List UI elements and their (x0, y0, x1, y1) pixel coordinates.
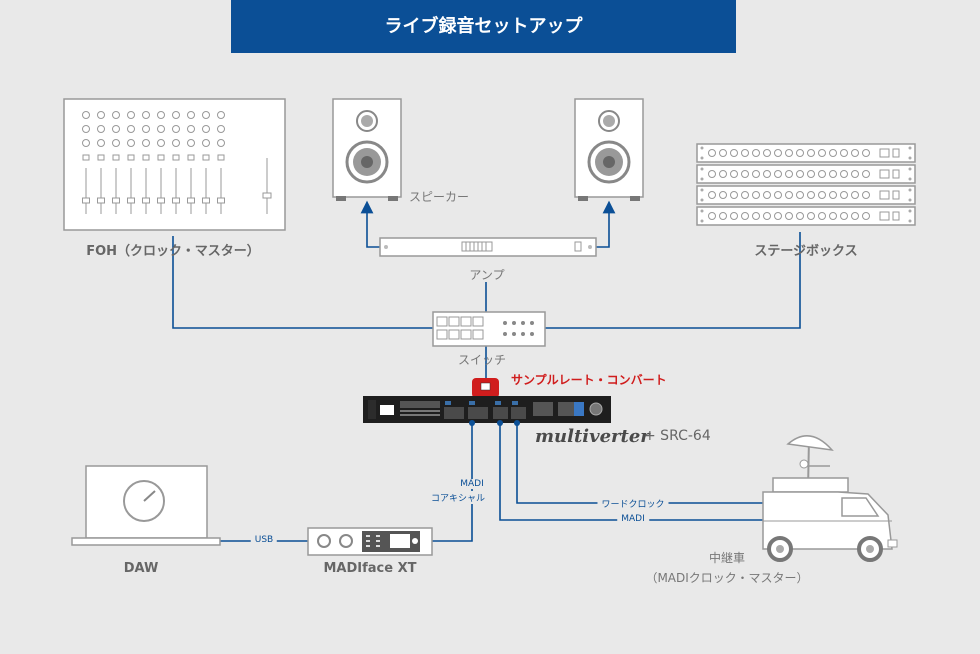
stagebox-racks (696, 143, 916, 226)
speaker-label: スピーカー (409, 190, 470, 204)
title-banner: ライブ録音セットアップ (231, 0, 736, 53)
multiverter-logo: multiverter (535, 426, 650, 447)
amp-to-left-speaker-line (360, 200, 380, 248)
obvan-label-line1: 中継車 (708, 551, 746, 565)
foh-to-switch-line (172, 236, 433, 329)
network-switch (432, 311, 546, 347)
foh-label: FOH（クロック・マスター） (86, 244, 260, 259)
madi-coax-label-line2: コアキシャル (426, 491, 490, 504)
madi-coax-line (432, 423, 473, 542)
madi-coax-label-line1: MADI (456, 479, 488, 489)
ob-van (762, 435, 898, 562)
speaker-left (332, 98, 402, 201)
stagebox-to-switch-line (545, 232, 801, 329)
src-label: サンプルレート・コンバート (511, 373, 667, 387)
madi-line (499, 423, 763, 521)
page-title: ライブ録音セットアップ (384, 16, 583, 37)
amplifier (379, 237, 597, 257)
wordclock-label: ワードクロック (597, 497, 669, 510)
multiverter-unit (363, 396, 611, 426)
foh-console (63, 98, 286, 231)
connection-lines (172, 200, 801, 542)
madi-label: MADI (617, 514, 649, 524)
daw-label: DAW (123, 561, 159, 576)
amp-label: アンプ (469, 268, 505, 282)
madiface-xt-unit (307, 527, 433, 556)
laptop (71, 465, 221, 546)
obvan-label-line2: （MADIクロック・マスター） (645, 571, 809, 585)
speaker-right (574, 98, 644, 201)
wordclock-line (516, 423, 763, 504)
amp-to-right-speaker-line (596, 200, 616, 248)
madiface-label: MADIface XT (323, 561, 417, 576)
switch-label: スイッチ (457, 353, 507, 367)
usb-label: USB (250, 535, 278, 545)
stagebox-label: ステージボックス (754, 244, 858, 259)
multiverter-suffix: + SRC-64 (644, 428, 711, 444)
